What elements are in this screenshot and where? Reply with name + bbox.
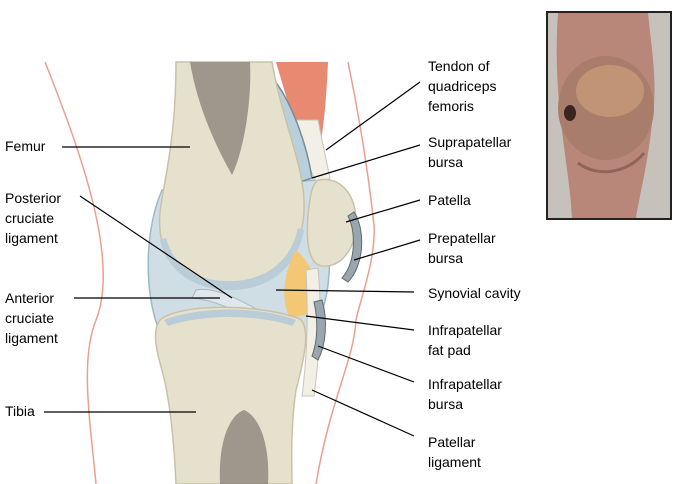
label-tibia: Tibia — [5, 403, 35, 419]
label-femur: Femur — [5, 138, 46, 154]
leader-patellar-ligament — [311, 389, 415, 437]
label-posterior-cruciate-ligament: Posterior cruciate ligament — [5, 190, 62, 246]
skin-outline-front — [315, 61, 375, 484]
leader-patella — [345, 199, 421, 223]
label-synovial-cavity: Synovial cavity — [428, 285, 521, 301]
leader-tendon-quadriceps — [325, 81, 421, 151]
label-infrapatellar-fat-pad: Infrapatellar fat pad — [428, 322, 502, 358]
label-prepatellar-bursa: Prepatellar bursa — [428, 230, 496, 266]
femur-cartilage — [160, 228, 304, 291]
label-anterior-cruciate-ligament: Anterior cruciate ligament — [5, 290, 58, 346]
prepatellar-bursa-shape — [341, 211, 363, 283]
swollen-knee-photo-icon — [548, 13, 670, 218]
leader-infrapatellar-bursa — [317, 345, 415, 383]
tibia-bone — [154, 306, 307, 484]
leader-prepatellar-bursa — [353, 239, 421, 261]
tibia-cartilage — [164, 309, 296, 326]
leader-lines — [44, 81, 421, 437]
femur-marrow — [190, 62, 251, 175]
skin-outline-back — [44, 61, 104, 484]
label-infrapatellar-bursa: Infrapatellar bursa — [428, 376, 502, 412]
tibia-marrow — [219, 410, 269, 484]
label-patellar-ligament: Patellar ligament — [428, 434, 481, 470]
label-tendon-of-quadriceps-femoris: Tendon of quadriceps femoris — [428, 58, 497, 114]
patella-bone — [306, 178, 357, 267]
leader-posterior-cruciate — [79, 195, 233, 299]
infrapatellar-bursa-shape — [311, 299, 326, 361]
swollen-knee-photo — [546, 11, 672, 220]
leader-suprapatellar-bursa — [311, 144, 421, 179]
label-suprapatellar-bursa: Suprapatellar bursa — [428, 134, 512, 170]
leader-infrapatellar-fat-pad — [305, 315, 415, 331]
leader-synovial-cavity — [275, 289, 415, 293]
label-patella: Patella — [428, 192, 471, 208]
